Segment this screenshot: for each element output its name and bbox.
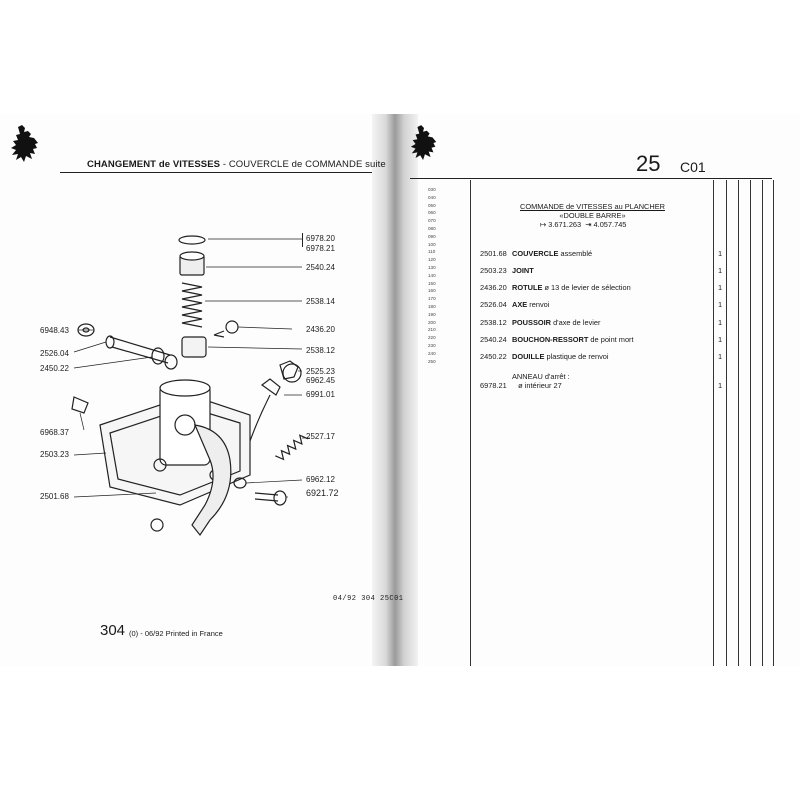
callout-2538-12: 2538.12 (306, 346, 335, 355)
callout-2436-20: 2436.20 (306, 325, 335, 334)
callout-2501-68: 2501.68 (40, 492, 69, 501)
range-end-arrow-icon: ⇥ (585, 220, 592, 229)
callout-6978-21: 6978.21 (306, 244, 335, 253)
section-code: C01 (680, 159, 706, 175)
range-start-arrow-icon: ↦ (540, 220, 547, 229)
left-title-rule (60, 172, 372, 173)
parts-qty: 1 (718, 335, 723, 344)
right-title-rule (410, 178, 772, 179)
callout-6962-45: 6962.45 (306, 376, 335, 385)
parts-qty: 1 (718, 381, 723, 390)
parts-qty: 1 (718, 249, 723, 258)
callout-6948-43: 6948.43 (40, 326, 69, 335)
column-rule (726, 180, 727, 666)
column-rule (470, 180, 471, 666)
callout-2450-22: 2450.22 (40, 364, 69, 373)
parts-exploded-diagram (71, 233, 310, 537)
column-rule (738, 180, 739, 666)
section-number: 25 (636, 151, 661, 176)
table-header-line2: «DOUBLE BARRE» (559, 211, 626, 220)
callout-2503-23: 2503.23 (40, 450, 69, 459)
column-rule (762, 180, 763, 666)
left-page-title: CHANGEMENT de VITESSES - COUVERCLE de CO… (87, 159, 386, 170)
serial-range: ↦ 3.671.263 ⇥ 4.057.745 (540, 220, 627, 229)
right-page (404, 114, 800, 666)
page-note: (0) - 06/92 Printed in France (129, 629, 223, 638)
peugeot-lion-logo-left (11, 125, 38, 162)
table-header-line1: COMMANDE de VITESSES au PLANCHER (520, 202, 665, 211)
callout-6968-37: 6968.37 (40, 428, 69, 437)
callout-6962-12: 6962.12 (306, 475, 335, 484)
parts-qty: 1 (718, 300, 723, 309)
footer-code: 04/92 304 25C01 (333, 595, 404, 603)
column-rule (773, 180, 774, 666)
callout-2540-24: 2540.24 (306, 263, 335, 272)
parts-qty: 1 (718, 352, 723, 361)
peugeot-lion-logo-right (410, 125, 437, 160)
callout-2538-14: 2538.14 (306, 297, 335, 306)
parts-qty: 1 (718, 283, 723, 292)
callout-2525-23: 2525.23 (306, 367, 335, 376)
callout-6921-72: 6921.72 (306, 488, 339, 498)
callout-6991-01: 6991.01 (306, 390, 335, 399)
column-rule (750, 180, 751, 666)
callout-6978-20: 6978.20 (306, 234, 335, 243)
parts-qty: 1 (718, 318, 723, 327)
column-rule (713, 180, 714, 666)
sub-header: ANNEAU d'arrêt : (512, 372, 570, 381)
book-gutter (372, 114, 418, 666)
parts-qty: 1 (718, 266, 723, 275)
page-number: 304 (100, 622, 126, 639)
callout-2526-04: 2526.04 (40, 349, 69, 358)
parts-row: 6978.21 ø intérieur 27 (480, 381, 562, 390)
callout-2527-17: 2527.17 (306, 432, 335, 441)
